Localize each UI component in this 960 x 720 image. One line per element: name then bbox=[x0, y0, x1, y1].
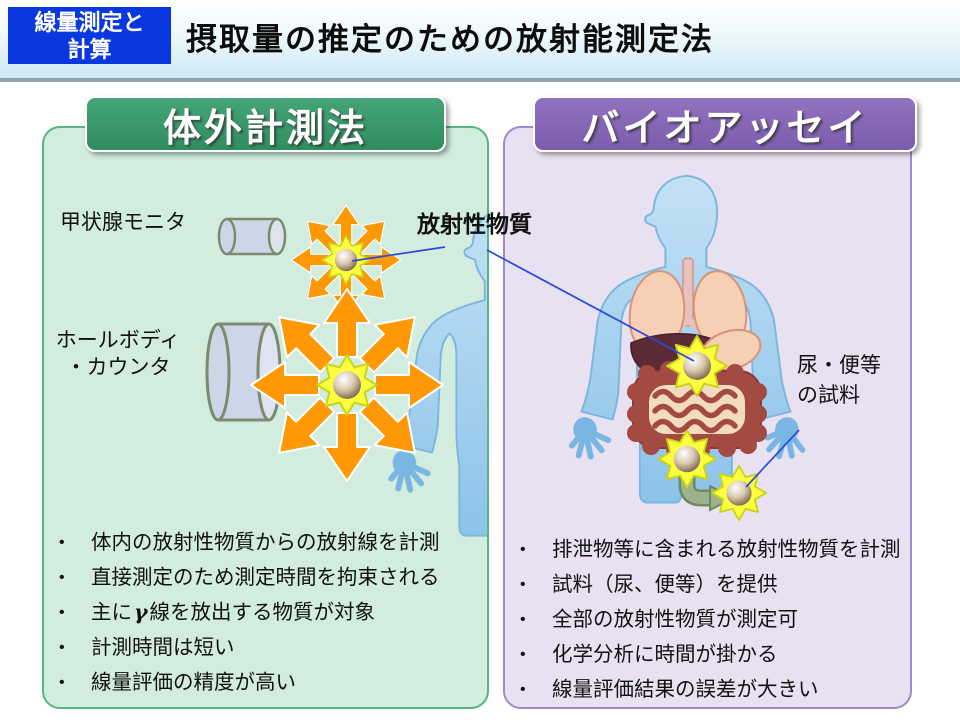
page-title: 摂取量の推定のための放射能測定法 bbox=[186, 21, 714, 57]
bullet-marker-icon: • bbox=[59, 534, 65, 551]
bullet-text: 計測時間は短い bbox=[91, 636, 235, 659]
bullet-item: • 体内の放射性物質からの放射線を計測 bbox=[55, 530, 480, 555]
bullet-item: • 直接測定のため測定時間を拘束される bbox=[55, 565, 480, 590]
sample-label-line2: の試料 bbox=[797, 384, 860, 407]
panel-bioassay bbox=[503, 126, 912, 709]
whole-body-counter-label: ホールボディ ・カウンタ bbox=[46, 327, 190, 381]
bullet-text: 体内の放射性物質からの放射線を計測 bbox=[91, 531, 440, 554]
bullet-marker-icon: • bbox=[520, 611, 526, 628]
bullet-item: • 試料（尿、便等）を提供 bbox=[516, 572, 906, 597]
bullet-marker-icon: • bbox=[520, 681, 526, 698]
bullet-item: • 線量評価の精度が高い bbox=[55, 670, 480, 695]
bullet-marker-icon: • bbox=[59, 639, 65, 656]
bullet-marker-icon: • bbox=[520, 576, 526, 593]
bullet-marker-icon: • bbox=[520, 541, 526, 558]
bullet-marker-icon: • bbox=[59, 569, 65, 586]
radioactive-material-label: 放射性物質 bbox=[417, 211, 532, 237]
section-badge-line1: 線量測定と bbox=[34, 9, 145, 35]
body-source-star-icon bbox=[316, 354, 378, 416]
external-measurement-title: 体外計測法 bbox=[85, 96, 446, 152]
bullet-text: 主にγ線を放出する物質が対象 bbox=[91, 600, 376, 624]
bullet-text: 直接測定のため測定時間を拘束される bbox=[91, 566, 440, 589]
bullet-item: • 化学分析に時間が掛かる bbox=[516, 642, 906, 667]
bullet-marker-icon: • bbox=[520, 646, 526, 663]
bullet-marker-icon: • bbox=[59, 674, 65, 691]
external-measurement-illustration bbox=[205, 128, 487, 537]
bioassay-title: バイオアッセイ bbox=[533, 96, 917, 152]
external-measurement-bullet-list: • 体内の放射性物質からの放射線を計測 • 直接測定のため測定時間を拘束される • 主にγ… bbox=[55, 530, 480, 705]
thyroid-monitor-label: 甲状腺モニタ bbox=[60, 211, 186, 234]
bullet-item: • 主にγ線を放出する物質が対象 bbox=[55, 600, 480, 625]
section-badge-line2: 計算 bbox=[67, 36, 112, 62]
bullet-text: 試料（尿、便等）を提供 bbox=[552, 573, 778, 596]
section-badge: 線量測定と 計算 bbox=[8, 7, 171, 64]
bullet-item: • 線量評価結果の誤差が大きい bbox=[516, 677, 906, 702]
bullet-item: • 排泄物等に含まれる放射性物質を計測 bbox=[516, 537, 906, 562]
bullet-text: 線量評価結果の誤差が大きい bbox=[552, 678, 819, 701]
bullet-item: • 全部の放射性物質が測定可 bbox=[516, 607, 906, 632]
bullet-text: 化学分析に時間が掛かる bbox=[552, 643, 778, 666]
pelvis-source-star-icon bbox=[657, 429, 717, 489]
whole-body-counter-label-line2: ・カウンタ bbox=[65, 356, 171, 379]
whole-body-counter-label-line1: ホールボディ bbox=[55, 329, 181, 352]
gut-source-star-icon bbox=[666, 335, 728, 397]
bullet-text: 線量評価の精度が高い bbox=[91, 671, 296, 694]
thyroid-source-star-icon bbox=[321, 235, 371, 285]
bullet-marker-icon: • bbox=[59, 604, 65, 621]
sample-label: 尿・便等 の試料 bbox=[797, 351, 881, 411]
excreted-sample-star-icon bbox=[711, 465, 767, 521]
sample-label-line1: 尿・便等 bbox=[797, 354, 881, 377]
bullet-text: 全部の放射性物質が測定可 bbox=[552, 608, 798, 631]
bullet-item: • 計測時間は短い bbox=[55, 635, 480, 660]
bioassay-bullet-list: • 排泄物等に含まれる放射性物質を計測 • 試料（尿、便等）を提供 • 全部の放射性物質が… bbox=[516, 537, 906, 712]
bullet-text: 排泄物等に含まれる放射性物質を計測 bbox=[552, 538, 901, 561]
panel-external-measurement bbox=[42, 126, 489, 709]
thyroid-detector-cylinder-icon bbox=[217, 217, 287, 256]
